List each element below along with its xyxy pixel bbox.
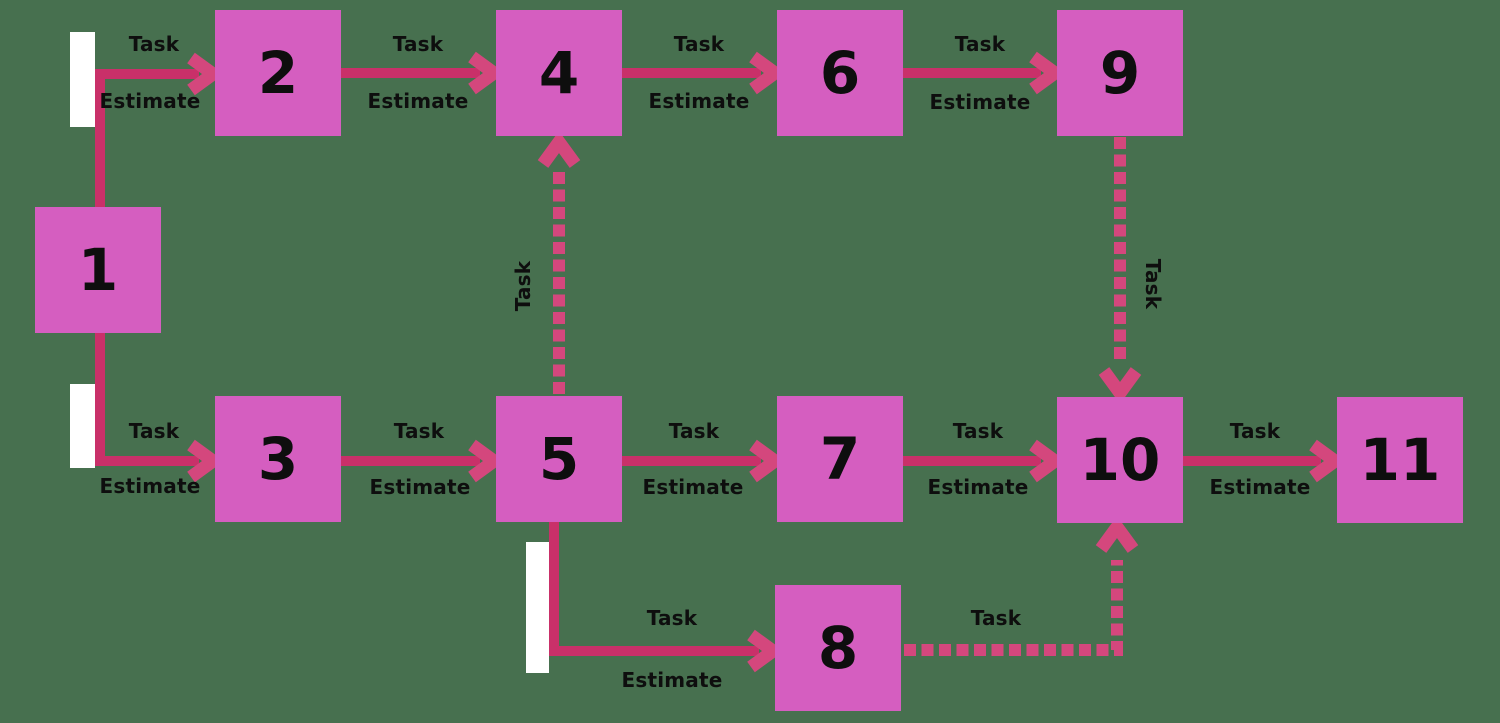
arrowhead-right: [1029, 439, 1067, 483]
dotted-edge-9-10[interactable]: [1098, 137, 1142, 405]
arrowhead-right: [747, 629, 785, 673]
edge-6-9[interactable]: [903, 51, 1067, 95]
edge-2-4-task-label: Task: [392, 32, 444, 56]
node-9[interactable]: 9: [1057, 10, 1183, 136]
edge-7-10-task-label: Task: [952, 419, 1004, 443]
dotted-edge-9-10-task-label: Task: [1141, 258, 1165, 310]
milestone-bar-2[interactable]: [70, 384, 95, 468]
edge-4-6-task-label: Task: [673, 32, 725, 56]
edge-6-9-estimate-label: Estimate: [929, 90, 1031, 114]
node-1[interactable]: 1: [35, 207, 161, 333]
arrowhead-right: [1029, 51, 1067, 95]
edge-5-8-task-label: Task: [646, 606, 698, 630]
edge-5-7-task-label: Task: [668, 419, 720, 443]
edge-2-4-estimate-label: Estimate: [367, 89, 469, 113]
edge-4-6[interactable]: [622, 51, 787, 95]
edge-1-2-estimate-label: Estimate: [99, 89, 201, 113]
node-8[interactable]: 8: [775, 585, 901, 711]
edge-line: [904, 560, 1123, 656]
arrowhead-right: [749, 439, 787, 483]
edge-1-3-task-label: Task: [128, 419, 180, 443]
edge-1-3-estimate-label: Estimate: [99, 474, 201, 498]
arrowhead-up: [537, 130, 581, 168]
edge-7-10[interactable]: [902, 439, 1067, 483]
edge-7-10-estimate-label: Estimate: [927, 475, 1029, 499]
milestone-bar-3[interactable]: [526, 542, 549, 673]
edge-line: [549, 522, 759, 656]
edge-3-5-task-label: Task: [393, 419, 445, 443]
edge-1-2[interactable]: [95, 52, 225, 207]
dotted-edge-5-4[interactable]: [537, 130, 581, 394]
arrowhead-right: [468, 439, 506, 483]
edge-5-7-estimate-label: Estimate: [642, 475, 744, 499]
dotted-edge-5-4-task-label: Task: [511, 260, 535, 312]
arrowhead-right: [1309, 439, 1347, 483]
node-3[interactable]: 3: [215, 396, 341, 522]
edge-1-2-task-label: Task: [128, 32, 180, 56]
edge-5-8[interactable]: [549, 522, 785, 673]
edge-10-11-estimate-label: Estimate: [1209, 475, 1311, 499]
edge-6-9-task-label: Task: [954, 32, 1006, 56]
edge-3-5-estimate-label: Estimate: [369, 475, 471, 499]
edge-line: [95, 69, 199, 207]
edge-line: [95, 333, 199, 466]
edge-5-8-estimate-label: Estimate: [621, 668, 723, 692]
arrowhead-right: [749, 51, 787, 95]
node-11[interactable]: 11: [1337, 397, 1463, 523]
arrowhead-up: [1095, 515, 1139, 553]
node-6[interactable]: 6: [777, 10, 903, 136]
arrowhead-right: [187, 439, 225, 483]
node-2[interactable]: 2: [215, 10, 341, 136]
node-10[interactable]: 10: [1057, 397, 1183, 523]
edge-10-11-task-label: Task: [1229, 419, 1281, 443]
arrowhead-right: [187, 52, 225, 96]
arrowhead-right: [468, 51, 506, 95]
edge-3-5[interactable]: [341, 439, 506, 483]
edge-10-11[interactable]: [1183, 439, 1347, 483]
node-5[interactable]: 5: [496, 396, 622, 522]
edge-1-3[interactable]: [95, 333, 225, 483]
dotted-edge-8-10-task-label: Task: [970, 606, 1022, 630]
edge-4-6-estimate-label: Estimate: [648, 89, 750, 113]
node-7[interactable]: 7: [777, 396, 903, 522]
arrowhead-down: [1098, 367, 1142, 405]
node-4[interactable]: 4: [496, 10, 622, 136]
dotted-edge-8-10[interactable]: [904, 515, 1139, 656]
milestone-bar-1[interactable]: [70, 32, 95, 127]
edge-2-4[interactable]: [341, 51, 506, 95]
edge-5-7[interactable]: [622, 439, 787, 483]
